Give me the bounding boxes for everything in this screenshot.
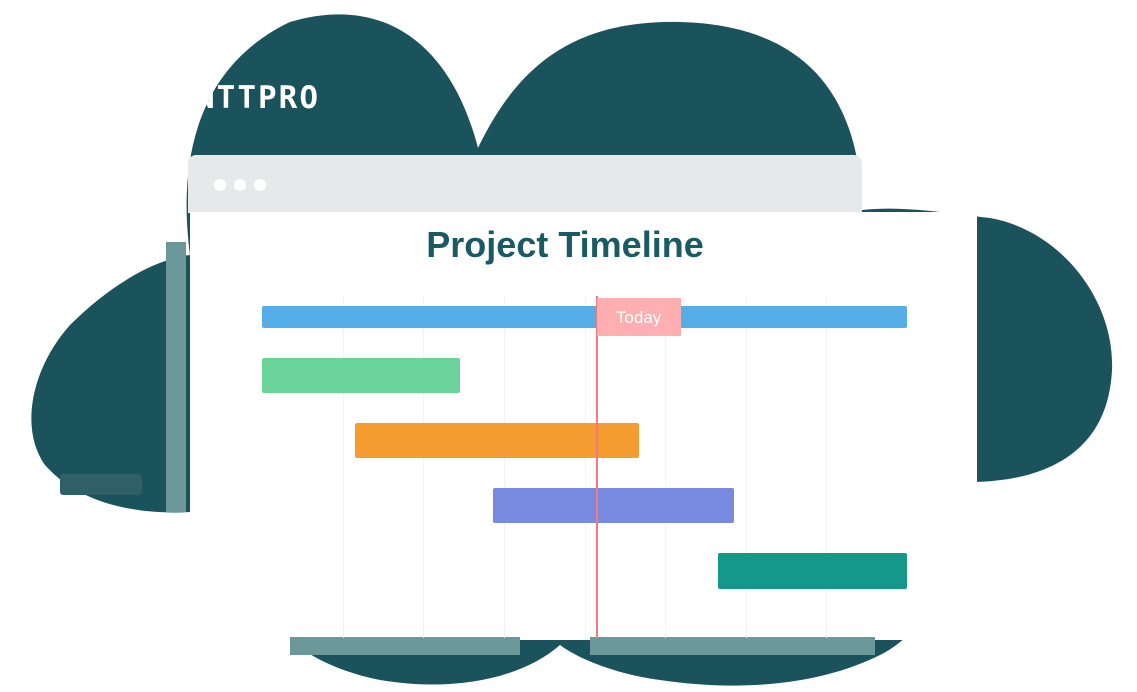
gantt-task-bar[interactable] [354, 423, 639, 458]
background-sidebar-strip [166, 242, 186, 512]
window-dot-maximize-icon[interactable] [254, 179, 266, 191]
gridline [584, 296, 586, 638]
gridline [423, 296, 425, 638]
gridline [826, 296, 828, 638]
gridline [503, 296, 505, 638]
gantt-task-bar[interactable] [717, 553, 907, 589]
gantt-chart: Today [262, 296, 907, 638]
window-controls [214, 179, 266, 191]
today-marker-line [595, 296, 598, 638]
gantt-task-bar[interactable] [262, 358, 461, 393]
browser-titlebar [188, 155, 862, 213]
today-marker-label: Today [596, 298, 681, 336]
brand-logo: NTTPRO [196, 80, 320, 116]
bottom-strip-left [290, 637, 520, 655]
gridline [665, 296, 667, 638]
window-dot-minimize-icon[interactable] [234, 179, 246, 191]
gantt-task-bar[interactable] [262, 306, 907, 328]
gridline [745, 296, 747, 638]
background-sidebar-item [60, 474, 142, 495]
gantt-task-bar[interactable] [492, 488, 734, 523]
page-title: Project Timeline [426, 224, 704, 265]
bottom-strip-right [590, 637, 875, 655]
gridline [342, 296, 344, 638]
window-dot-close-icon[interactable] [214, 179, 226, 191]
